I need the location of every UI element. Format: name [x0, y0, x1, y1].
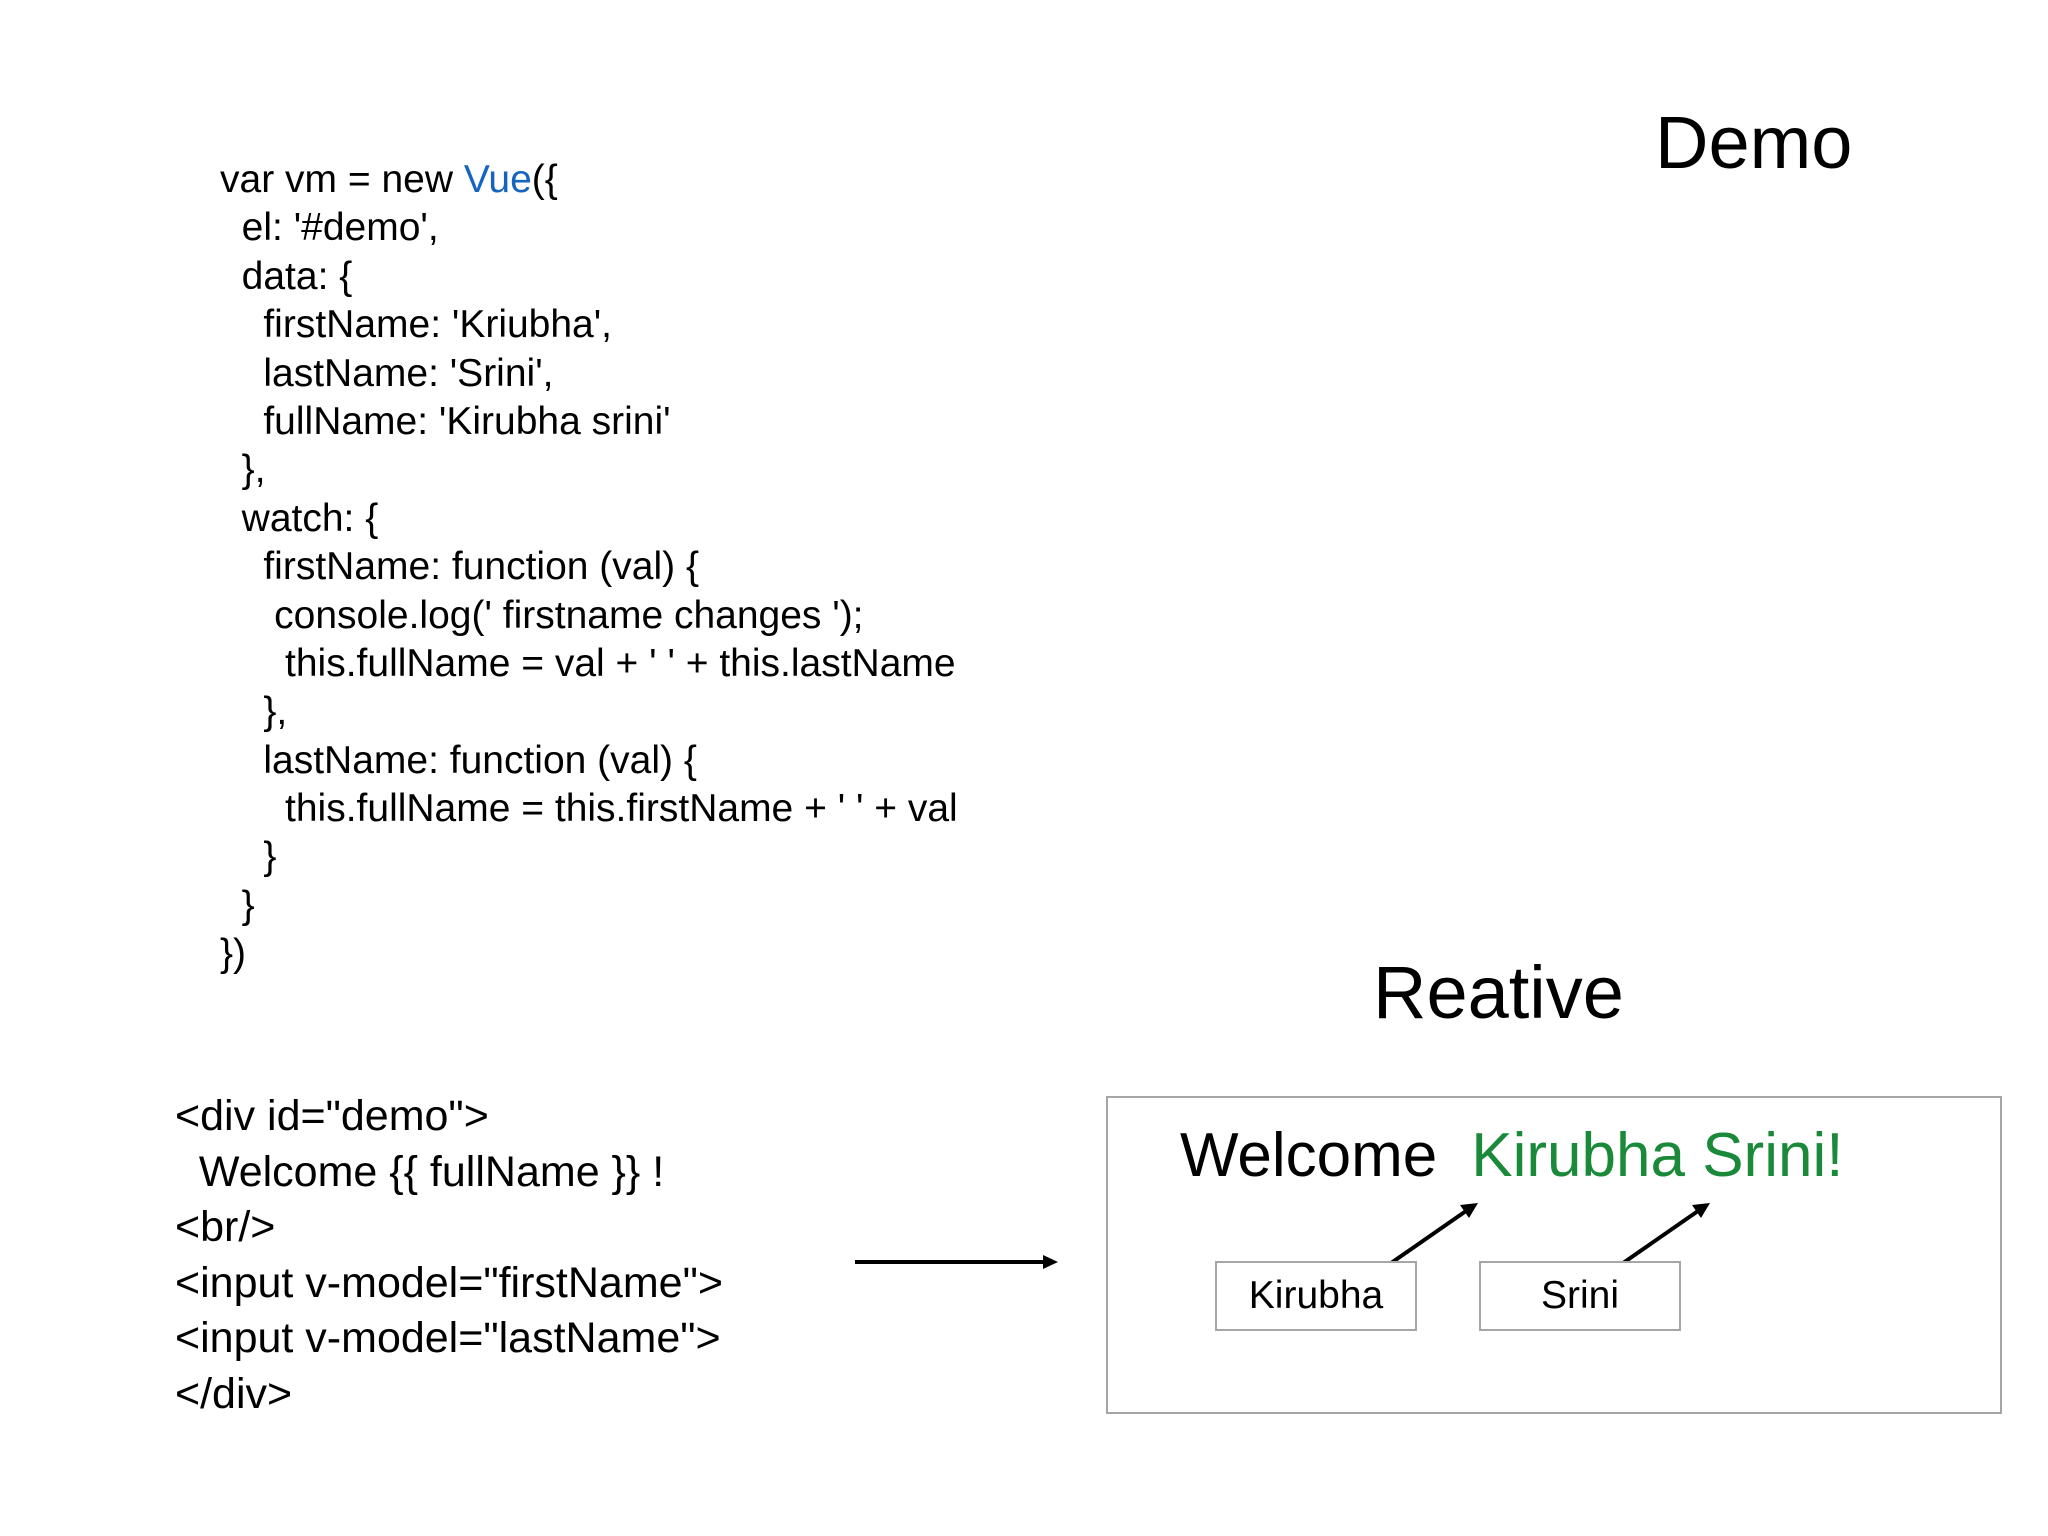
- full-name-text: Kirubha Srini!: [1471, 1121, 1844, 1190]
- first-name-input[interactable]: [1215, 1261, 1417, 1331]
- code-line: watch: {: [220, 496, 379, 540]
- code-text: ({: [531, 158, 558, 201]
- code-line: }: [220, 835, 277, 879]
- code-line: fullName: 'Kirubha srini': [220, 399, 671, 443]
- code-line: lastName: function (val) {: [220, 738, 697, 782]
- code-line: },: [220, 690, 288, 734]
- code-line: var vm = new Vue({: [220, 156, 958, 204]
- welcome-label: Welcome: [1180, 1121, 1438, 1190]
- js-code-block: var vm = new Vue({ el: '#demo', data: { …: [220, 156, 958, 979]
- code-line: console.log(' firstname changes ');: [220, 593, 864, 637]
- html-code-line: <input v-model="firstName">: [175, 1258, 723, 1307]
- rendered-output-box: [1106, 1096, 2002, 1414]
- html-code-line: <input v-model="lastName">: [175, 1314, 721, 1363]
- vue-keyword: Vue: [463, 158, 532, 201]
- result-arrow: [855, 1255, 1058, 1269]
- slide-title: Demo: [1655, 101, 1853, 184]
- code-line: el: '#demo',: [220, 206, 439, 250]
- welcome-message: Welcome Kirubha Srini!: [1180, 1118, 1843, 1194]
- code-line: firstName: function (val) {: [220, 545, 699, 589]
- code-line: this.fullName = val + ' ' + this.lastNam…: [220, 641, 956, 685]
- html-code-line: <div id="demo">: [175, 1092, 489, 1140]
- code-line: data: {: [220, 254, 353, 298]
- html-code-line: Welcome {{ fullName }} !: [175, 1147, 665, 1196]
- code-text: var vm = new: [220, 158, 464, 201]
- code-line: }: [220, 883, 255, 927]
- code-line: },: [220, 448, 266, 492]
- section-title: Reative: [1373, 951, 1624, 1034]
- html-code-line: <br/>: [175, 1203, 276, 1252]
- last-name-input[interactable]: [1479, 1261, 1681, 1331]
- code-line: firstName: 'Kriubha',: [220, 303, 613, 347]
- code-line: }): [220, 932, 247, 976]
- html-code-line: </div>: [175, 1369, 293, 1418]
- code-line: this.fullName = this.firstName + ' ' + v…: [220, 787, 958, 831]
- html-code-block: <div id="demo"> Welcome {{ fullName }} !…: [175, 1089, 723, 1423]
- code-line: lastName: 'Srini',: [220, 351, 554, 395]
